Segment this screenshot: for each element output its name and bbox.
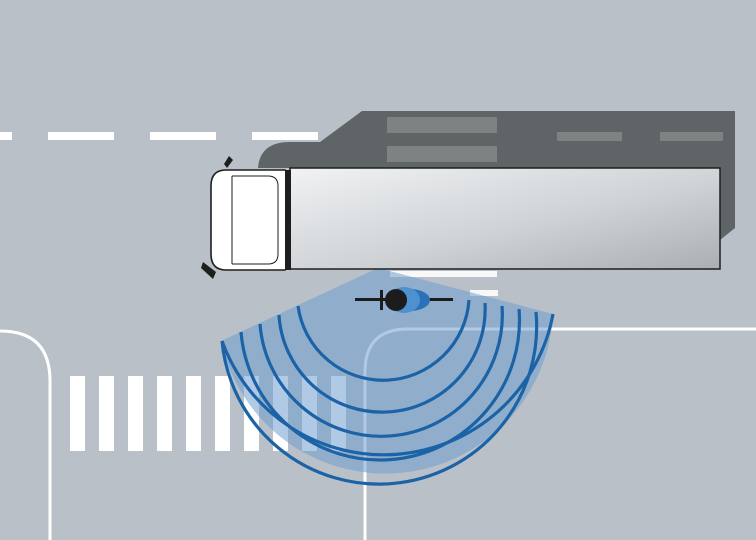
- center-lane-dashes: [0, 132, 318, 140]
- left-mirror: [224, 156, 233, 168]
- cyclist-icon: [355, 287, 453, 313]
- truck-cab: [201, 156, 291, 279]
- truck-trailer: [289, 167, 721, 270]
- side-lane-markings: [390, 271, 498, 296]
- right-mirror: [201, 262, 216, 279]
- sensor-wave-icon: [220, 268, 555, 486]
- truck-shadow: [258, 111, 735, 240]
- shadow-lane-markings: [387, 117, 723, 162]
